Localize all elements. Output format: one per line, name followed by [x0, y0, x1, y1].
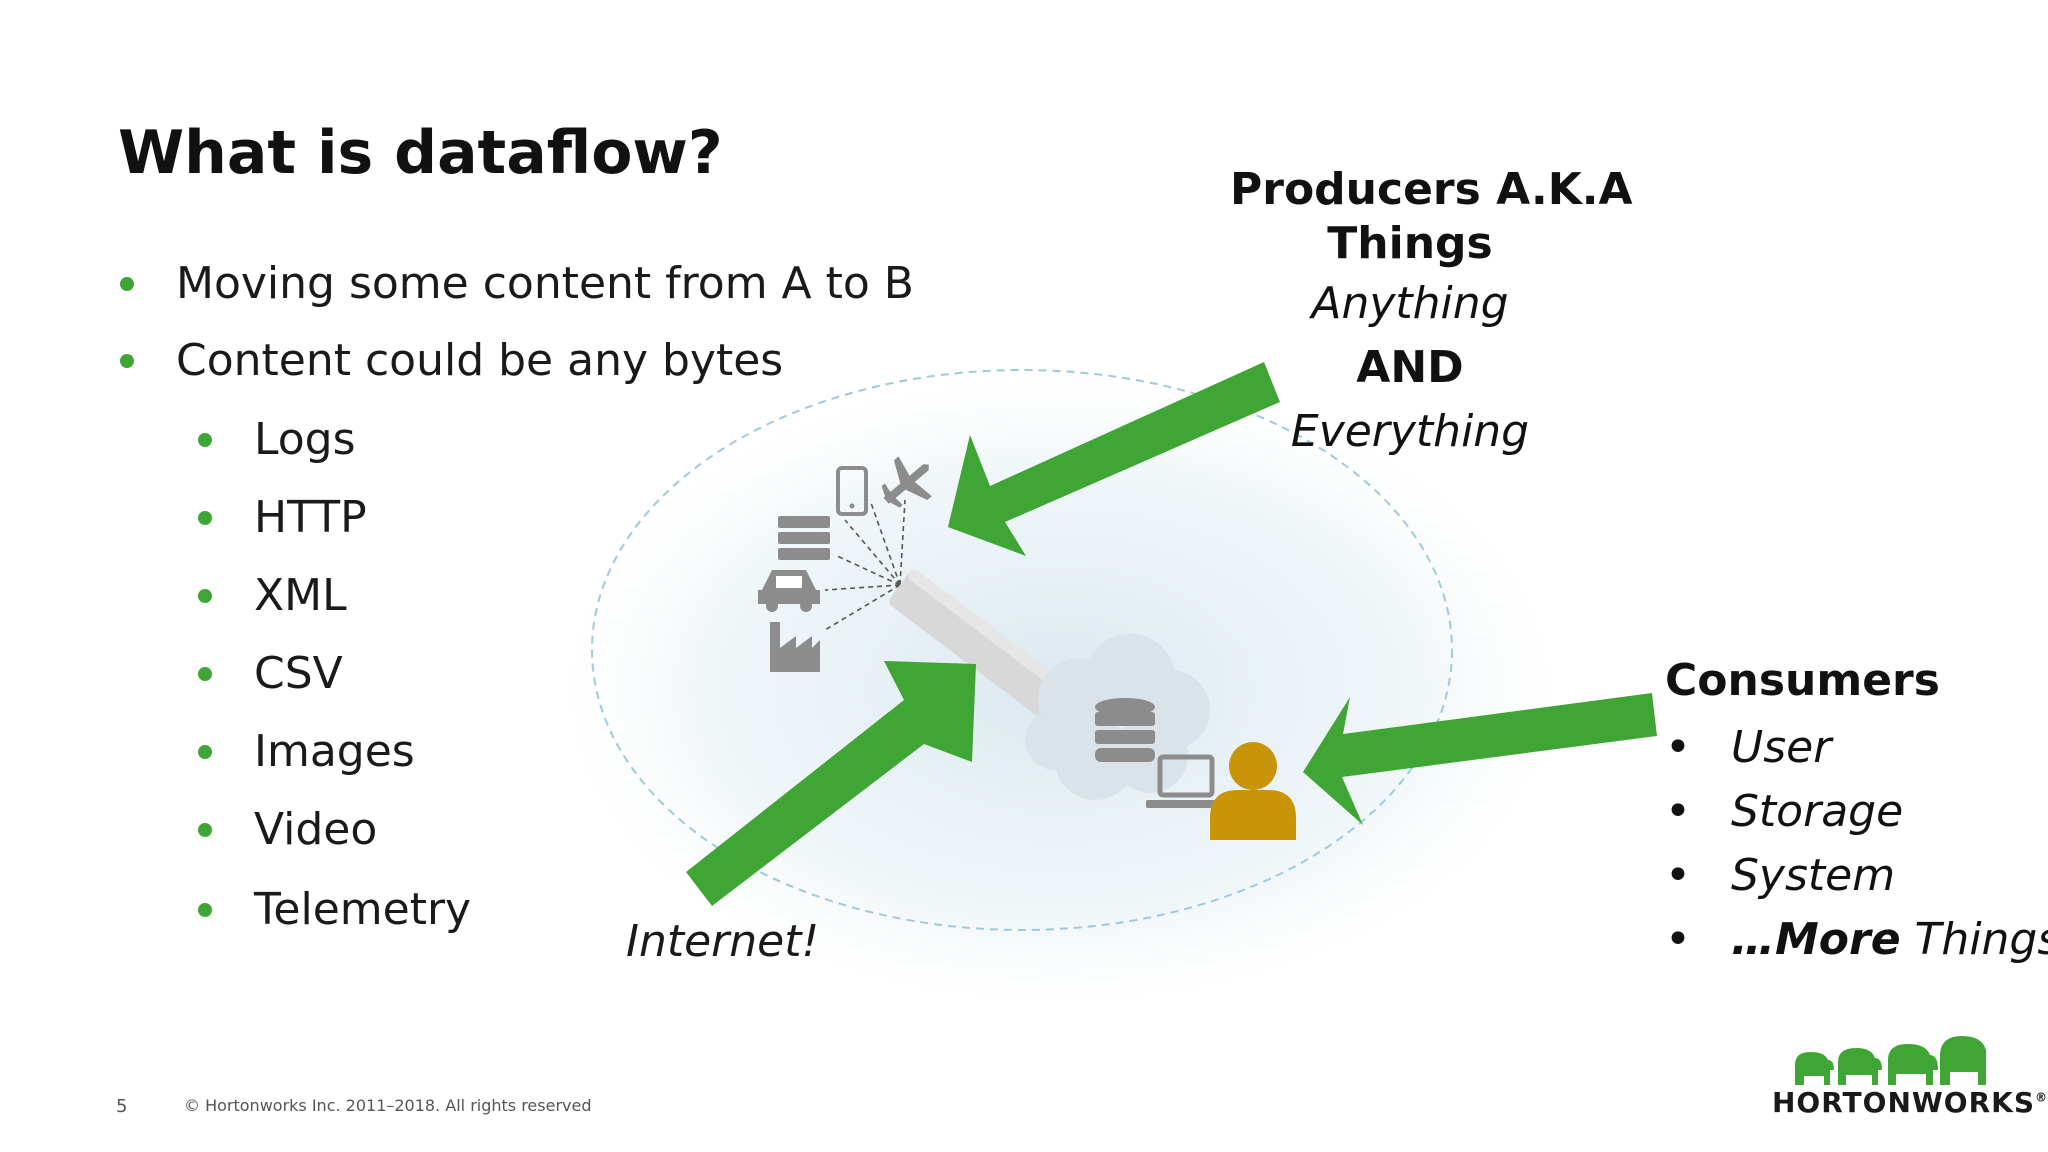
- elephant-logo-icon: [1795, 1036, 1986, 1085]
- sub-bullet-video: Video: [197, 804, 378, 855]
- producers-line4: AND: [1356, 342, 1464, 393]
- sub-bullet-images: Images: [198, 726, 415, 777]
- laptop-icon: [1146, 754, 1226, 808]
- bullet-content-bytes: Content could be any bytes: [119, 335, 784, 386]
- producers-line2: Things: [1327, 218, 1493, 269]
- copyright-text: © Hortonworks Inc. 2011–2018. All rights…: [184, 1096, 592, 1115]
- car-icon: [758, 570, 820, 612]
- arrow-internet: [686, 661, 976, 906]
- slide-title: What is dataflow?: [118, 118, 723, 188]
- connection-lines: [824, 499, 906, 631]
- user-icon: [1210, 742, 1296, 840]
- brand-name: HORTONWORKS®: [1772, 1086, 2048, 1119]
- consumers-heading: Consumers: [1665, 655, 1940, 706]
- sub-bullet-telemetry: Telemetry: [197, 884, 472, 935]
- server-icon: [778, 516, 830, 560]
- page-number: 5: [116, 1096, 128, 1117]
- consumer-more-things: …More Things: [1665, 908, 2048, 972]
- database-icon: [1095, 698, 1155, 762]
- sub-bullet-xml: XML: [198, 570, 347, 621]
- producers-line5: Everything: [1290, 406, 1530, 457]
- factory-icon: [770, 622, 820, 672]
- dashed-boundary: [591, 369, 1453, 931]
- producers-line1: Producers A.K.A: [1230, 164, 1633, 215]
- phone-icon: [836, 466, 868, 516]
- airplane-icon: [881, 456, 932, 508]
- consumers-block: Consumers User Storage System …More Thin…: [1665, 655, 2048, 972]
- consumer-more-bold: …More: [1731, 914, 1901, 965]
- brand-text: HORTONWORKS: [1772, 1086, 2035, 1119]
- consumer-storage: Storage: [1665, 780, 2048, 844]
- consumer-user: User: [1665, 716, 2048, 780]
- arrow-consumers: [1303, 693, 1657, 825]
- consumer-system: System: [1665, 844, 2048, 908]
- consumer-more-rest: Things: [1900, 914, 2048, 965]
- producers-block: Producers A.K.A Things Anything AND Ever…: [1230, 163, 1633, 459]
- bullet-moving-content: Moving some content from A to B: [120, 258, 914, 309]
- arrow-producers: [948, 362, 1280, 556]
- internet-label: Internet!: [626, 916, 820, 967]
- producers-line3: Anything: [1311, 278, 1509, 329]
- sub-bullet-http: HTTP: [198, 492, 367, 543]
- sub-bullet-csv: CSV: [198, 648, 343, 699]
- sub-bullet-logs: Logs: [198, 414, 356, 465]
